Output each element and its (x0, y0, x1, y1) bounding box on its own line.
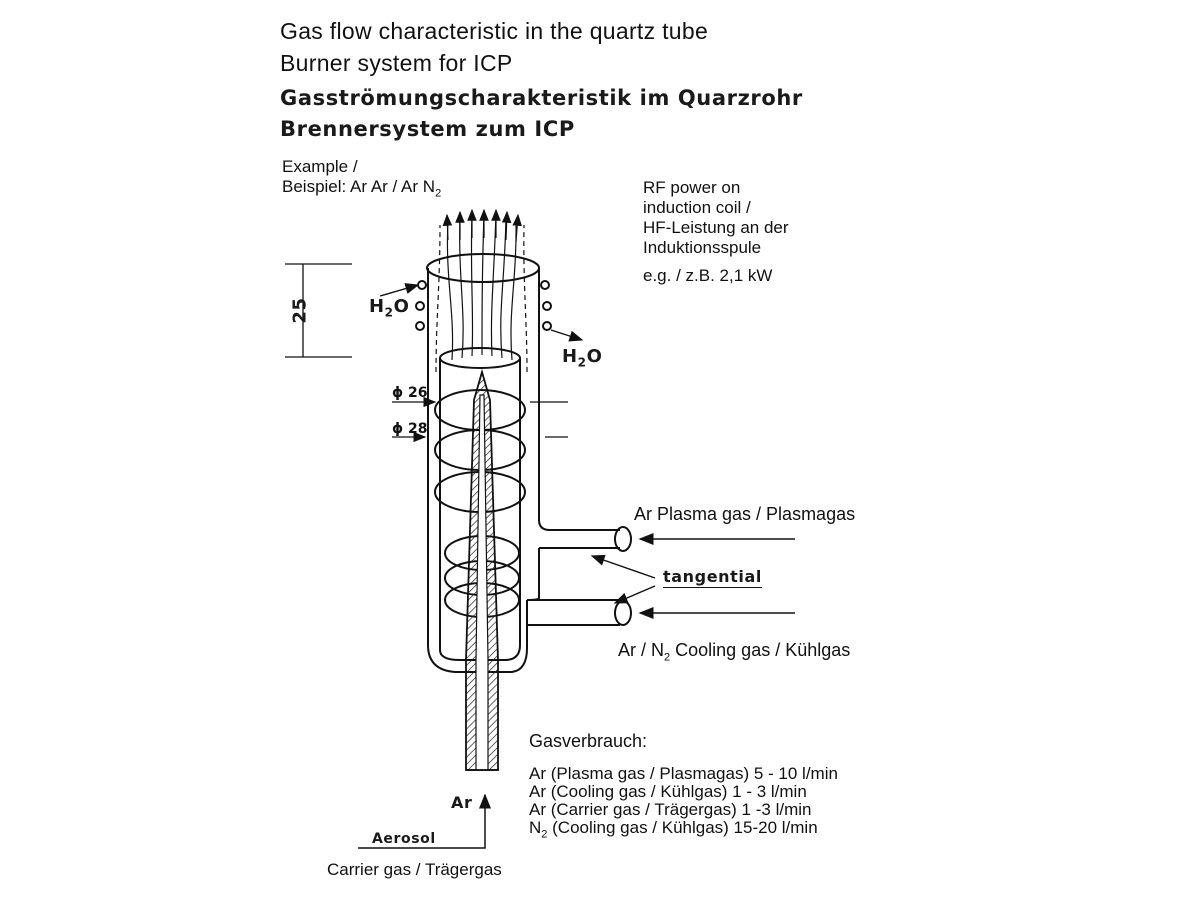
example-line2: Beispiel: Ar Ar / Ar N2 (282, 177, 441, 203)
water-outlet-sub: 2 (577, 355, 587, 370)
title-german: Gasströmungscharakteristik im Quarzrohr (280, 86, 803, 110)
water-inlet-label: H2O (369, 296, 410, 320)
dimension-25-label: 25 (289, 297, 311, 324)
cooling-gas-suffix: Cooling gas / Kühlgas (670, 640, 851, 660)
ar-carrier-label: Ar (451, 793, 473, 812)
plasma-gas-inlet (614, 526, 632, 552)
rf-line5: e.g. / z.B. 2,1 kW (643, 266, 773, 285)
consumption-line4-text: (Cooling gas / Kühlgas) 15-20 l/min (547, 818, 818, 837)
injector-tube (465, 368, 499, 771)
cooling-gas-inlet (614, 600, 632, 626)
example-gases: Beispiel: Ar Ar / Ar N (282, 177, 436, 196)
rf-line2: induction coil / (643, 198, 751, 217)
example-label: Example / Beispiel: Ar Ar / Ar N2 (282, 157, 441, 203)
rf-line1: RF power on (643, 178, 741, 197)
carrier-gas-label: Carrier gas / Trägergas (327, 860, 502, 879)
cooling-gas-label: Ar / N2 Cooling gas / Kühlgas (618, 640, 850, 668)
consumption-line3: Ar (Carrier gas / Trägergas) 1 -3 l/min (529, 800, 812, 819)
title-english: Gas flow characteristic in the quartz tu… (280, 18, 709, 44)
water-inlet-h: H (369, 296, 385, 317)
plasma-gas-label: Ar Plasma gas / Plasmagas (634, 504, 856, 524)
subtitle-german: Brennersystem zum ICP (280, 117, 575, 141)
water-inlet-o: O (393, 296, 410, 317)
diameter-28-label: ϕ 28 (392, 421, 428, 437)
example-subscript: 2 (435, 187, 442, 200)
water-outlet-h: H (562, 346, 578, 367)
inner-tube-top (439, 347, 521, 369)
gas-consumption: Gasverbrauch: Ar (Plasma gas / Plasmagas… (529, 731, 838, 843)
consumption-line4: N2 (Cooling gas / Kühlgas) 15-20 l/min (529, 819, 838, 843)
rf-line4: Induktionsspule (643, 238, 762, 257)
consumption-line4-sub: 2 (541, 828, 548, 841)
cooling-gas-prefix: Ar / N (618, 640, 665, 660)
water-outlet-o: O (586, 346, 603, 367)
tangential-label: tangential (663, 567, 762, 588)
subtitle-english: Burner system for ICP (280, 50, 513, 76)
consumption-line2: Ar (Cooling gas / Kühlgas) 1 - 3 l/min (529, 782, 807, 801)
outer-tube-right (538, 268, 620, 531)
rf-power-note: RF power on induction coil / HF-Leistung… (643, 178, 789, 286)
rf-line3: HF-Leistung an der (643, 218, 789, 237)
cooling-gas-sub: 2 (664, 651, 671, 664)
outer-tube (427, 268, 620, 673)
consumption-heading: Gasverbrauch: (529, 731, 648, 751)
water-outlet-label: H2O (562, 346, 603, 370)
consumption-line4-n: N (529, 818, 542, 837)
aerosol-label: Aerosol (372, 831, 436, 847)
diameter-26-label: ϕ 26 (392, 385, 428, 401)
example-line1: Example / (282, 157, 358, 176)
water-inlet-sub: 2 (384, 305, 394, 320)
consumption-line1: Ar (Plasma gas / Plasmagas) 5 - 10 l/min (529, 764, 838, 783)
